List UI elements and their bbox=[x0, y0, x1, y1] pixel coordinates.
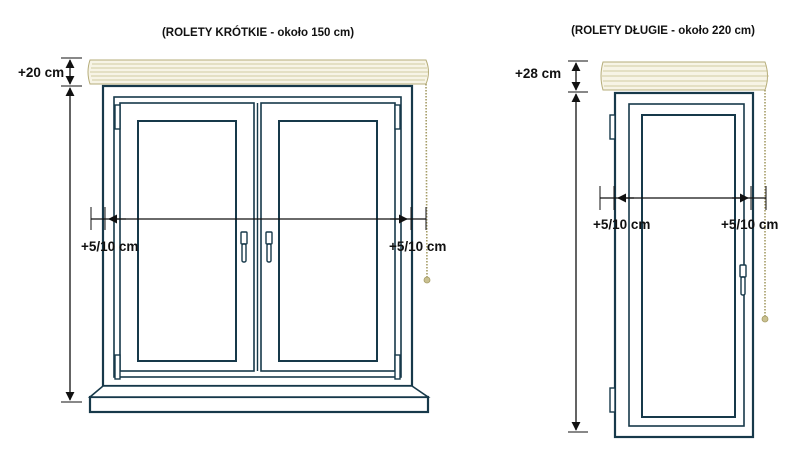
hinge-icon bbox=[114, 354, 121, 380]
short-blinds-diagram: (ROLETY KRÓTKIE - około 150 cm) bbox=[18, 26, 446, 414]
long-width-dimension: +5/10 cm +5/10 cm bbox=[593, 186, 778, 232]
long-window bbox=[609, 91, 755, 439]
short-height-dimension: +20 cm bbox=[18, 57, 82, 403]
long-blinds-diagram: (ROLETY DŁUGIE - około 220 cm) bbox=[515, 25, 778, 439]
long-left-allowance: +5/10 cm bbox=[593, 217, 650, 232]
handle-icon bbox=[240, 231, 248, 263]
short-window bbox=[87, 84, 431, 414]
long-right-allowance: +5/10 cm bbox=[721, 217, 778, 232]
hinge-icon bbox=[609, 114, 616, 140]
long-blinds-title: (ROLETY DŁUGIE - około 220 cm) bbox=[571, 25, 755, 37]
handle-icon bbox=[265, 231, 273, 263]
hinge-icon bbox=[609, 387, 616, 413]
long-top-allowance: +28 cm bbox=[515, 66, 561, 81]
short-left-allowance: +5/10 cm bbox=[81, 239, 138, 254]
long-height-dimension: +28 cm bbox=[515, 60, 588, 433]
short-roller-blind bbox=[87, 59, 429, 85]
hinge-icon bbox=[114, 104, 121, 130]
short-blinds-title: (ROLETY KRÓTKIE - około 150 cm) bbox=[162, 26, 354, 39]
short-chain-icon bbox=[423, 83, 431, 284]
handle-icon bbox=[739, 264, 747, 296]
short-top-allowance: +20 cm bbox=[18, 65, 64, 80]
short-right-allowance: +5/10 cm bbox=[389, 239, 446, 254]
hinge-icon bbox=[394, 104, 401, 130]
long-chain-icon bbox=[761, 90, 769, 323]
long-roller-blind bbox=[600, 61, 769, 91]
short-width-dimension: +5/10 cm +5/10 cm bbox=[81, 207, 446, 254]
hinge-icon bbox=[394, 354, 401, 380]
